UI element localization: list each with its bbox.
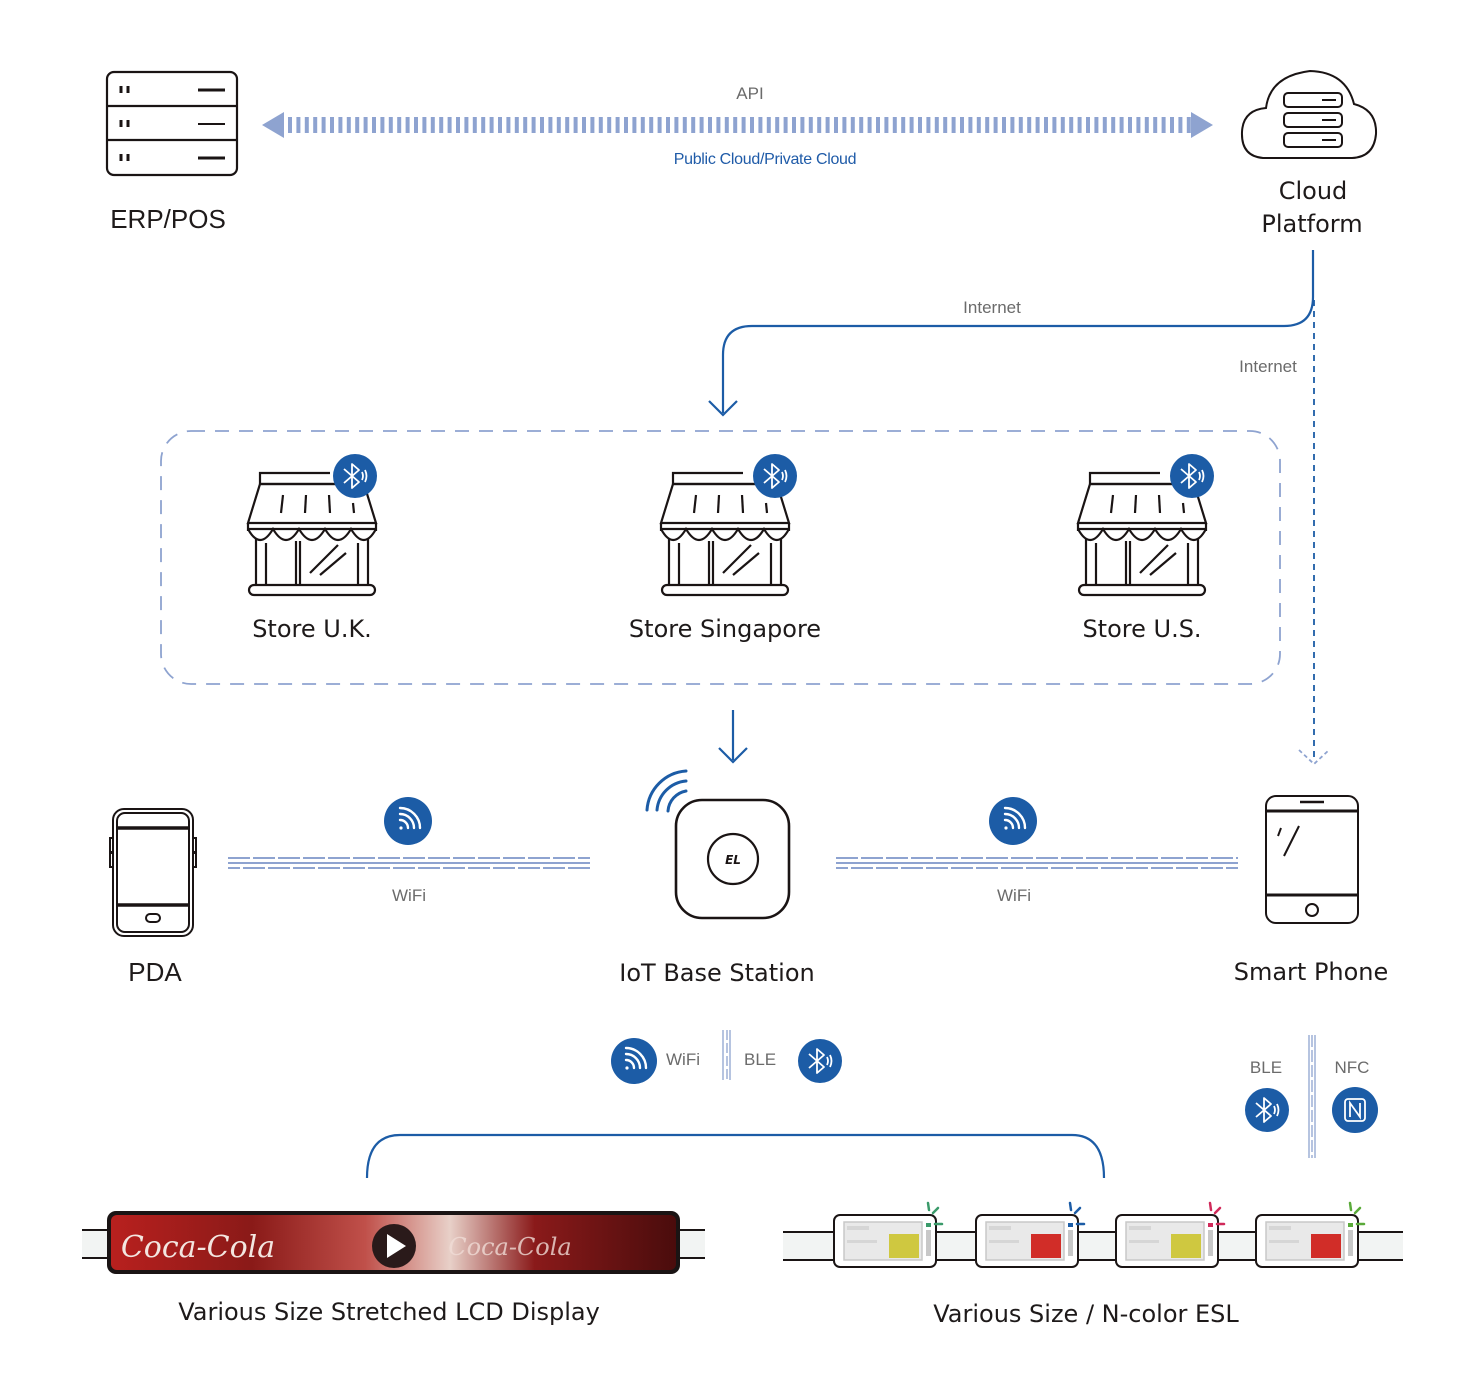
separator-wifi-ble	[722, 1030, 731, 1080]
server-rack-icon	[105, 70, 239, 177]
esl-blink-icon	[926, 1201, 944, 1226]
esl-color-swatch	[1311, 1234, 1341, 1258]
store-uk-label: Store U.K.	[252, 615, 372, 643]
esl-tag	[1115, 1201, 1226, 1268]
wifi-icon	[611, 1038, 657, 1084]
esl-led	[926, 1223, 931, 1227]
esl-tag	[833, 1201, 944, 1268]
bluetooth-icon	[1245, 1088, 1289, 1132]
api-double-arrow	[262, 112, 1213, 138]
esl-tag	[975, 1201, 1086, 1268]
display-bracket	[365, 1133, 1106, 1179]
cloud-type-label: Public Cloud/Private Cloud	[673, 151, 857, 168]
cloud-platform-label-line2: Platform	[1261, 210, 1363, 238]
store-group-box	[160, 430, 1281, 685]
internet-label-phone: Internet	[1239, 357, 1297, 376]
internet-line-stores	[721, 250, 1315, 413]
cloud-platform-label-line1: Cloud	[1278, 177, 1348, 205]
esl-color-swatch	[1031, 1234, 1061, 1258]
erp-pos-label-text: ERP/POS	[110, 204, 226, 234]
wifi-icon	[989, 797, 1037, 845]
api-label: API	[736, 84, 764, 103]
wifi-label-pda: WiFi	[392, 886, 426, 905]
cloud-server-icon	[1240, 69, 1378, 159]
wifi-link-pda	[228, 857, 590, 869]
esl-label: Various Size / N-color ESL	[933, 1300, 1239, 1328]
lcd-brand-text: Coca-Cola	[121, 1230, 275, 1265]
esl-led	[1348, 1223, 1353, 1227]
pda-device-icon	[109, 808, 197, 937]
esl-tag	[1255, 1201, 1366, 1268]
smartphone-icon	[1265, 795, 1359, 924]
wifi-label-phone: WiFi	[997, 886, 1031, 905]
nfc-icon	[1332, 1087, 1378, 1133]
pda-label: PDA	[128, 957, 182, 987]
wifi-link-phone	[836, 857, 1238, 869]
wifi-icon	[384, 797, 432, 845]
lcd-display-label: Various Size Stretched LCD Display	[178, 1298, 600, 1326]
wifi-label-displays: WiFi	[666, 1050, 700, 1069]
smart-phone-label: Smart Phone	[1233, 958, 1389, 986]
ble-label-phone: BLE	[1249, 1058, 1283, 1077]
base-station-icon: EL	[645, 769, 791, 920]
bluetooth-icon	[753, 454, 797, 498]
ble-label-displays: BLE	[744, 1050, 777, 1069]
bluetooth-icon	[1170, 454, 1214, 498]
signal-waves-icon	[645, 769, 688, 813]
store-us-label: Store U.S.	[1082, 615, 1202, 643]
store-singapore-label: Store Singapore	[628, 615, 822, 643]
base-station-label: IoT Base Station	[619, 959, 815, 987]
base-station-logo: EL	[725, 853, 741, 867]
bluetooth-icon	[333, 454, 377, 498]
arrow-head-stores	[708, 400, 738, 417]
internet-label-stores: Internet	[963, 298, 1021, 317]
esl-blink-icon	[1348, 1201, 1366, 1226]
bluetooth-icon	[798, 1039, 842, 1083]
esl-led	[1208, 1223, 1213, 1227]
esl-tags	[833, 1201, 1366, 1268]
esl-blink-icon	[1068, 1201, 1086, 1226]
esl-color-swatch	[889, 1234, 919, 1258]
play-icon[interactable]	[372, 1224, 416, 1268]
esl-blink-icon	[1208, 1201, 1226, 1226]
lcd-brand-text-blur: Coca-Cola	[448, 1233, 571, 1261]
nfc-label-phone: NFC	[1334, 1058, 1370, 1077]
separator-ble-nfc	[1308, 1035, 1316, 1158]
esl-color-swatch	[1171, 1234, 1201, 1258]
esl-led	[1068, 1223, 1073, 1227]
